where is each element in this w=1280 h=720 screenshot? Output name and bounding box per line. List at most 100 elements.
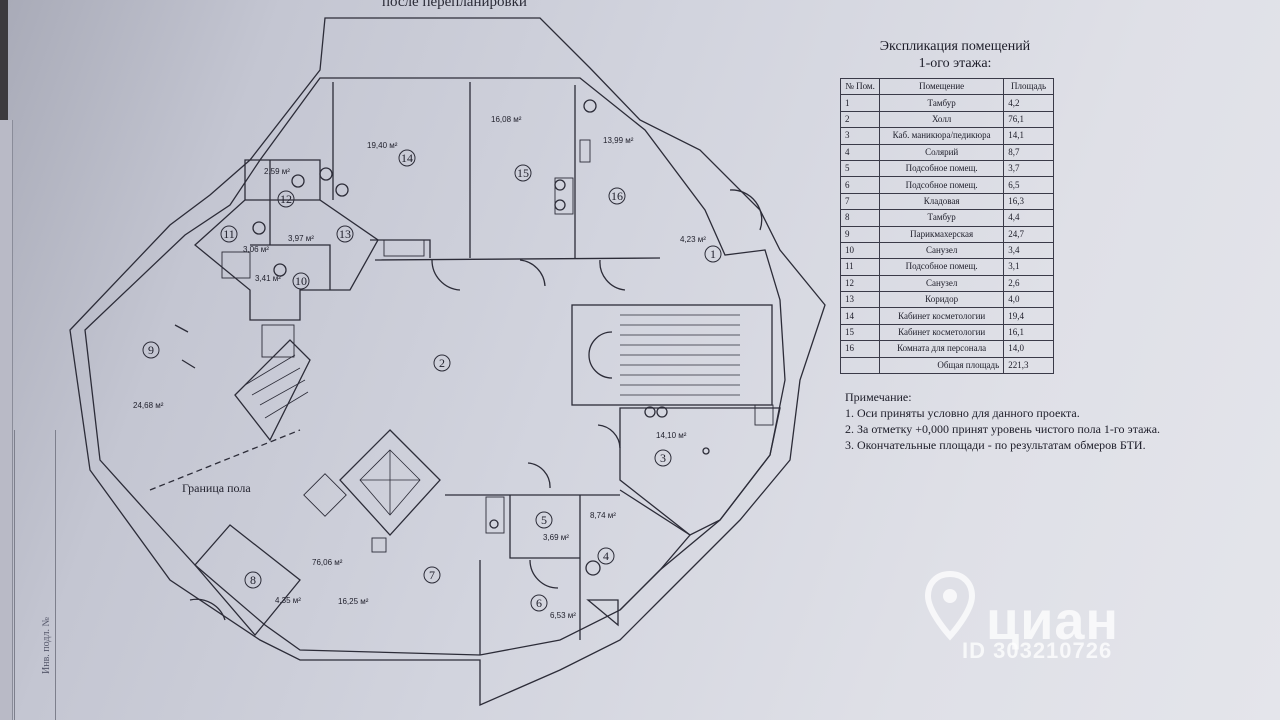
cell-number: 15 <box>839 323 881 342</box>
top-partitions <box>374 82 661 261</box>
cell-area: 16,3 <box>1003 192 1054 211</box>
stair-steps <box>620 314 740 396</box>
room-9-number: 9 <box>148 343 154 357</box>
sink-block-15 <box>554 177 574 215</box>
lower-partitions <box>445 494 620 655</box>
cell-room: Санузел <box>879 241 1005 260</box>
floor-plan: 1 2 3 4 5 6 7 8 9 10 11 12 13 14 15 16 4… <box>69 17 826 706</box>
cell-room: Тамбур <box>879 209 1005 227</box>
vent-grille-wet <box>221 251 251 279</box>
room-8-area: 4,35 м² <box>275 596 301 605</box>
cell-room: Кабинет косметологии <box>879 323 1005 342</box>
room-7-area: 16,25 м² <box>338 597 369 606</box>
explication-title-line2: 1-ого этажа: <box>918 56 992 71</box>
room4-walls <box>619 489 691 611</box>
cell-area: 2,6 <box>1003 274 1054 293</box>
cell-room: Подсобное помещ. <box>879 159 1005 178</box>
wetrooms-block <box>194 159 379 321</box>
cell-room: Каб. маникюра/педикюра <box>879 127 1005 145</box>
cell-number: 3 <box>839 127 881 145</box>
skylight-inner <box>359 449 421 516</box>
toilet-icon <box>319 167 333 181</box>
cell-room: Санузел <box>879 274 1005 293</box>
watermark-id: ID 303210726 <box>962 638 1113 663</box>
cell-number: 16 <box>839 340 881 358</box>
room-12-number: 12 <box>280 192 292 206</box>
room-4-marker <box>597 547 615 565</box>
watermark-brand: циан <box>986 591 1120 651</box>
room-11-marker <box>220 225 238 243</box>
column-block <box>303 473 347 517</box>
cell-room: Подсобное помещ. <box>879 176 1005 194</box>
location-pin-icon <box>924 570 976 641</box>
room-8-marker <box>244 571 262 589</box>
room-12-area: 2,59 м² <box>264 167 290 176</box>
room-7-number: 7 <box>429 568 435 582</box>
cell-number: 4 <box>839 143 881 161</box>
plan-title: после перепланировки <box>382 0 527 10</box>
notes-heading: Примечание: <box>845 390 912 404</box>
note-item: 1. Оси приняты условно для данного проек… <box>845 406 1080 420</box>
cell-room: Подсобное помещ. <box>879 258 1005 276</box>
room-16-marker <box>608 187 626 205</box>
left-stair-steps <box>244 354 309 419</box>
cell-area: 6,5 <box>1003 176 1054 194</box>
cell-number: 6 <box>839 176 881 194</box>
room-10-area: 3,41 м² <box>255 274 281 283</box>
cabinet-16 <box>579 139 591 163</box>
room-1-marker <box>704 245 722 263</box>
sink-icon <box>656 406 668 418</box>
drawing-sheet <box>8 0 1280 720</box>
room-14-marker <box>398 149 416 167</box>
outer-wall <box>69 17 826 706</box>
cell-area: 8,7 <box>1003 143 1054 161</box>
room-3-number: 3 <box>660 451 666 465</box>
cell-room: Кладовая <box>879 192 1005 211</box>
column-header-area: Площадь <box>1003 77 1054 96</box>
floor-boundary-label: Граница пола <box>182 481 251 495</box>
room-7-marker <box>423 566 441 584</box>
room-15-number: 15 <box>517 166 529 180</box>
staircase-block <box>571 304 773 406</box>
vent-grille-left <box>261 324 295 358</box>
room-11-number: 11 <box>223 227 235 241</box>
room-15-area: 16,08 м² <box>491 115 522 124</box>
room3-walls <box>619 407 781 536</box>
room-13-number: 13 <box>339 227 351 241</box>
sink-icon <box>489 519 499 529</box>
room-6-number: 6 <box>536 596 542 610</box>
cell-room: Холл <box>879 110 1005 129</box>
cell-number: 11 <box>839 258 881 276</box>
cell-area: 3,4 <box>1003 241 1054 260</box>
column-header-room: Помещение <box>879 77 1005 96</box>
room-3-area: 14,10 м² <box>656 431 687 440</box>
cell-area: 3,1 <box>1003 258 1054 276</box>
cell-room: Кабинет косметологии <box>879 307 1005 325</box>
room-3-marker <box>654 449 672 467</box>
table-header-row: № Пом. Помещение Площадь <box>839 77 1054 96</box>
room-6-area: 6,53 м² <box>550 611 576 620</box>
total-value: 221,3 <box>1003 356 1054 375</box>
room-14-number: 14 <box>401 151 413 165</box>
notes-block: Примечание: 1. Оси приняты условно для д… <box>845 389 1160 453</box>
cell-number: 1 <box>839 94 881 112</box>
vent-grille-right <box>754 404 774 426</box>
hall-area: 76,06 м² <box>312 558 343 567</box>
room8-walls <box>194 524 301 637</box>
chair-icon <box>174 324 196 369</box>
note-item: 3. Окончательные площади - по результата… <box>845 438 1146 452</box>
cell-room: Солярий <box>879 143 1005 161</box>
